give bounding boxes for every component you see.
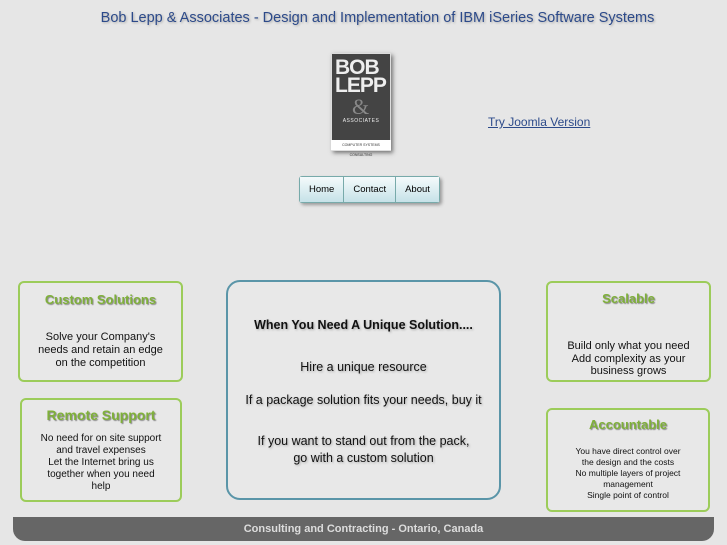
text-line: You have direct control over	[575, 446, 681, 456]
accountable-text: You have direct control over the design …	[548, 446, 708, 501]
text-line: on the competition	[55, 357, 146, 369]
text-line: Add complexity as your	[571, 352, 686, 365]
unique-solution-box: When You Need A Unique Solution.... Hire…	[226, 280, 501, 500]
text-line: Single point of control	[587, 490, 669, 500]
unique-solution-heading: When You Need A Unique Solution....	[254, 318, 473, 332]
text-line: Let the Internet bring us	[48, 457, 154, 468]
nav-contact-button[interactable]: Contact	[344, 177, 397, 202]
text-line: management	[603, 479, 653, 489]
nav-about-button[interactable]: About	[396, 177, 439, 202]
remote-support-box: Remote Support No need for on site suppo…	[20, 398, 182, 502]
custom-solutions-title: Custom Solutions	[44, 292, 157, 307]
text-line: together when you need	[47, 469, 155, 480]
remote-support-title: Remote Support	[46, 407, 156, 423]
text-line: Solve your Company's	[45, 331, 156, 343]
nav-home-button[interactable]: Home	[300, 177, 345, 202]
main-nav: Home Contact About	[299, 176, 440, 203]
text-line: business grows	[590, 365, 667, 377]
footer-bar: Consulting and Contracting - Ontario, Ca…	[13, 517, 714, 541]
text-line: Build only what you need	[567, 340, 690, 352]
logo-text-associates: ASSOCIATES	[342, 118, 380, 124]
scalable-title: Scalable	[602, 291, 655, 306]
text-line: No need for on site support	[40, 433, 162, 444]
custom-solutions-box: Custom Solutions Solve your Company's ne…	[18, 281, 183, 382]
company-logo[interactable]: BOB LEPP & ASSOCIATES COMPUTER SYSTEMS C…	[331, 53, 391, 157]
joomla-version-link[interactable]: Try Joomla Version	[488, 115, 591, 129]
text-line: No multiple layers of project	[575, 468, 681, 478]
custom-solution-text: go with a custom solution	[293, 451, 434, 465]
custom-solutions-text: Solve your Company's needs and retain an…	[20, 331, 181, 370]
package-solution-text: If a package solution fits your needs, b…	[245, 393, 482, 407]
logo-ampersand: &	[352, 94, 370, 119]
scalable-box: Scalable Build only what you need Add co…	[546, 281, 711, 382]
logo-text-lepp: LEPP	[335, 74, 387, 97]
scalable-text: Build only what you need Add complexity …	[548, 340, 709, 378]
accountable-box: Accountable You have direct control over…	[546, 408, 710, 512]
stand-out-text: If you want to stand out from the pack,	[257, 434, 470, 448]
text-line: help	[91, 481, 111, 492]
text-line: and travel expenses	[56, 445, 146, 456]
text-line: the design and the costs	[581, 457, 675, 467]
logo-tagline: COMPUTER SYSTEMS CONSULTING	[331, 140, 391, 157]
text-line: needs and retain an edge	[38, 344, 163, 356]
unique-resource-text: Hire a unique resource	[300, 360, 427, 374]
logo-text-bob: BOB	[335, 56, 380, 79]
remote-support-text: No need for on site support and travel e…	[22, 433, 180, 493]
accountable-title: Accountable	[588, 417, 667, 432]
site-title: Bob Lepp & Associates - Design and Imple…	[100, 10, 655, 26]
